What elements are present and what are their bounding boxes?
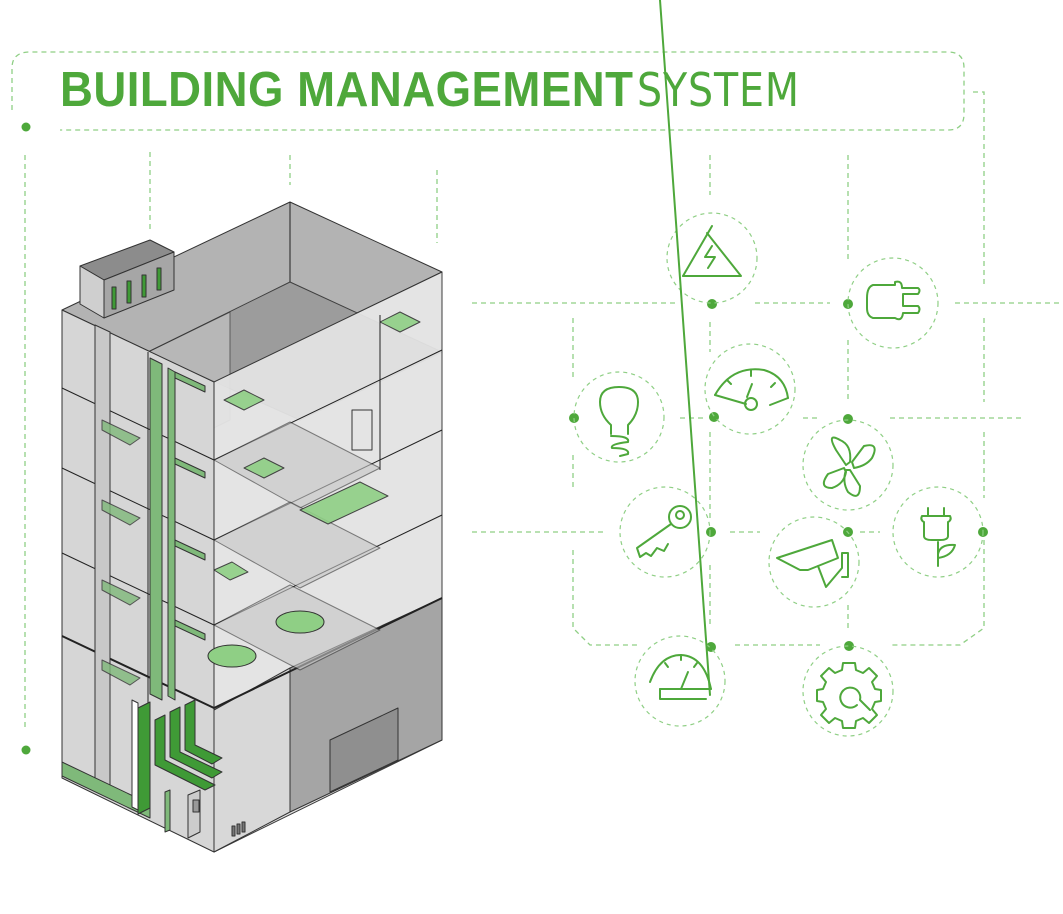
dot <box>21 745 31 755</box>
power-plug-icon <box>866 280 921 321</box>
access-key-icon <box>636 505 692 558</box>
page-title: BUILDING MANAGEMENT SYSTEM <box>60 62 826 124</box>
title-frame <box>11 51 965 131</box>
light-bulb-icon <box>599 386 639 457</box>
dot <box>21 122 31 132</box>
settings-gear-icon <box>816 662 882 729</box>
dot <box>569 413 579 423</box>
dot <box>707 299 717 309</box>
dot <box>844 641 854 651</box>
title-bold: BUILDING MANAGEMENT <box>60 63 634 117</box>
security-camera-icon <box>776 539 849 588</box>
title-light: SYSTEM <box>636 63 800 117</box>
dot <box>843 299 853 309</box>
dot <box>843 414 853 424</box>
high-voltage-warning-icon <box>682 225 742 277</box>
eco-plug-icon <box>920 507 956 567</box>
dot <box>706 642 716 652</box>
ventilation-fan-icon <box>822 436 876 497</box>
meter-dashboard-icon <box>649 0 712 700</box>
furniture <box>207 311 421 668</box>
dot <box>706 527 716 537</box>
speed-gauge-icon <box>714 368 789 411</box>
